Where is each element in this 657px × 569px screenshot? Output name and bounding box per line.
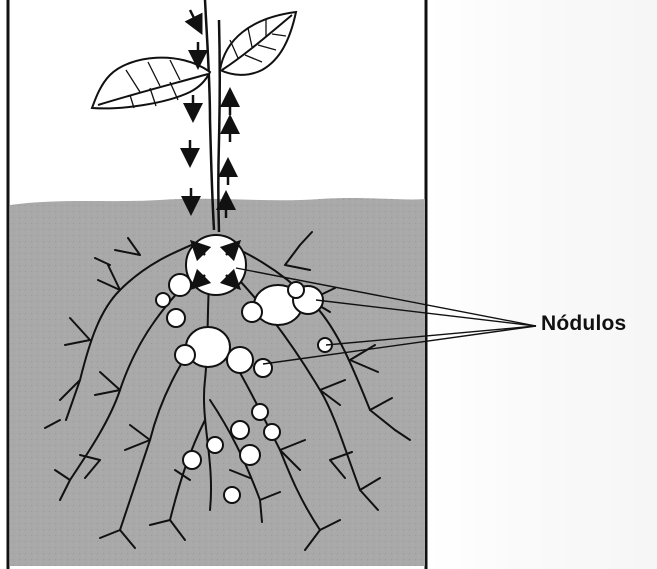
nodule: [240, 445, 260, 465]
nodule: [175, 345, 195, 365]
nodule: [156, 293, 170, 307]
nodule: [169, 274, 191, 296]
nodule: [242, 302, 262, 322]
nodule: [252, 404, 268, 420]
nodule: [288, 282, 304, 298]
nodule: [224, 487, 240, 503]
nodule: [254, 359, 272, 377]
nodule: [183, 451, 201, 469]
nodule: [167, 309, 185, 327]
arrow-down-icon: [190, 10, 198, 26]
nodules-label: Nódulos: [541, 312, 626, 336]
nodule: [264, 424, 280, 440]
downward-arrows: [190, 10, 198, 206]
stem: [205, 0, 220, 232]
nodule: [231, 421, 249, 439]
right-leaf: [220, 12, 296, 75]
nodule: [207, 437, 223, 453]
main-nodule: [186, 235, 246, 295]
nodule: [227, 347, 253, 373]
